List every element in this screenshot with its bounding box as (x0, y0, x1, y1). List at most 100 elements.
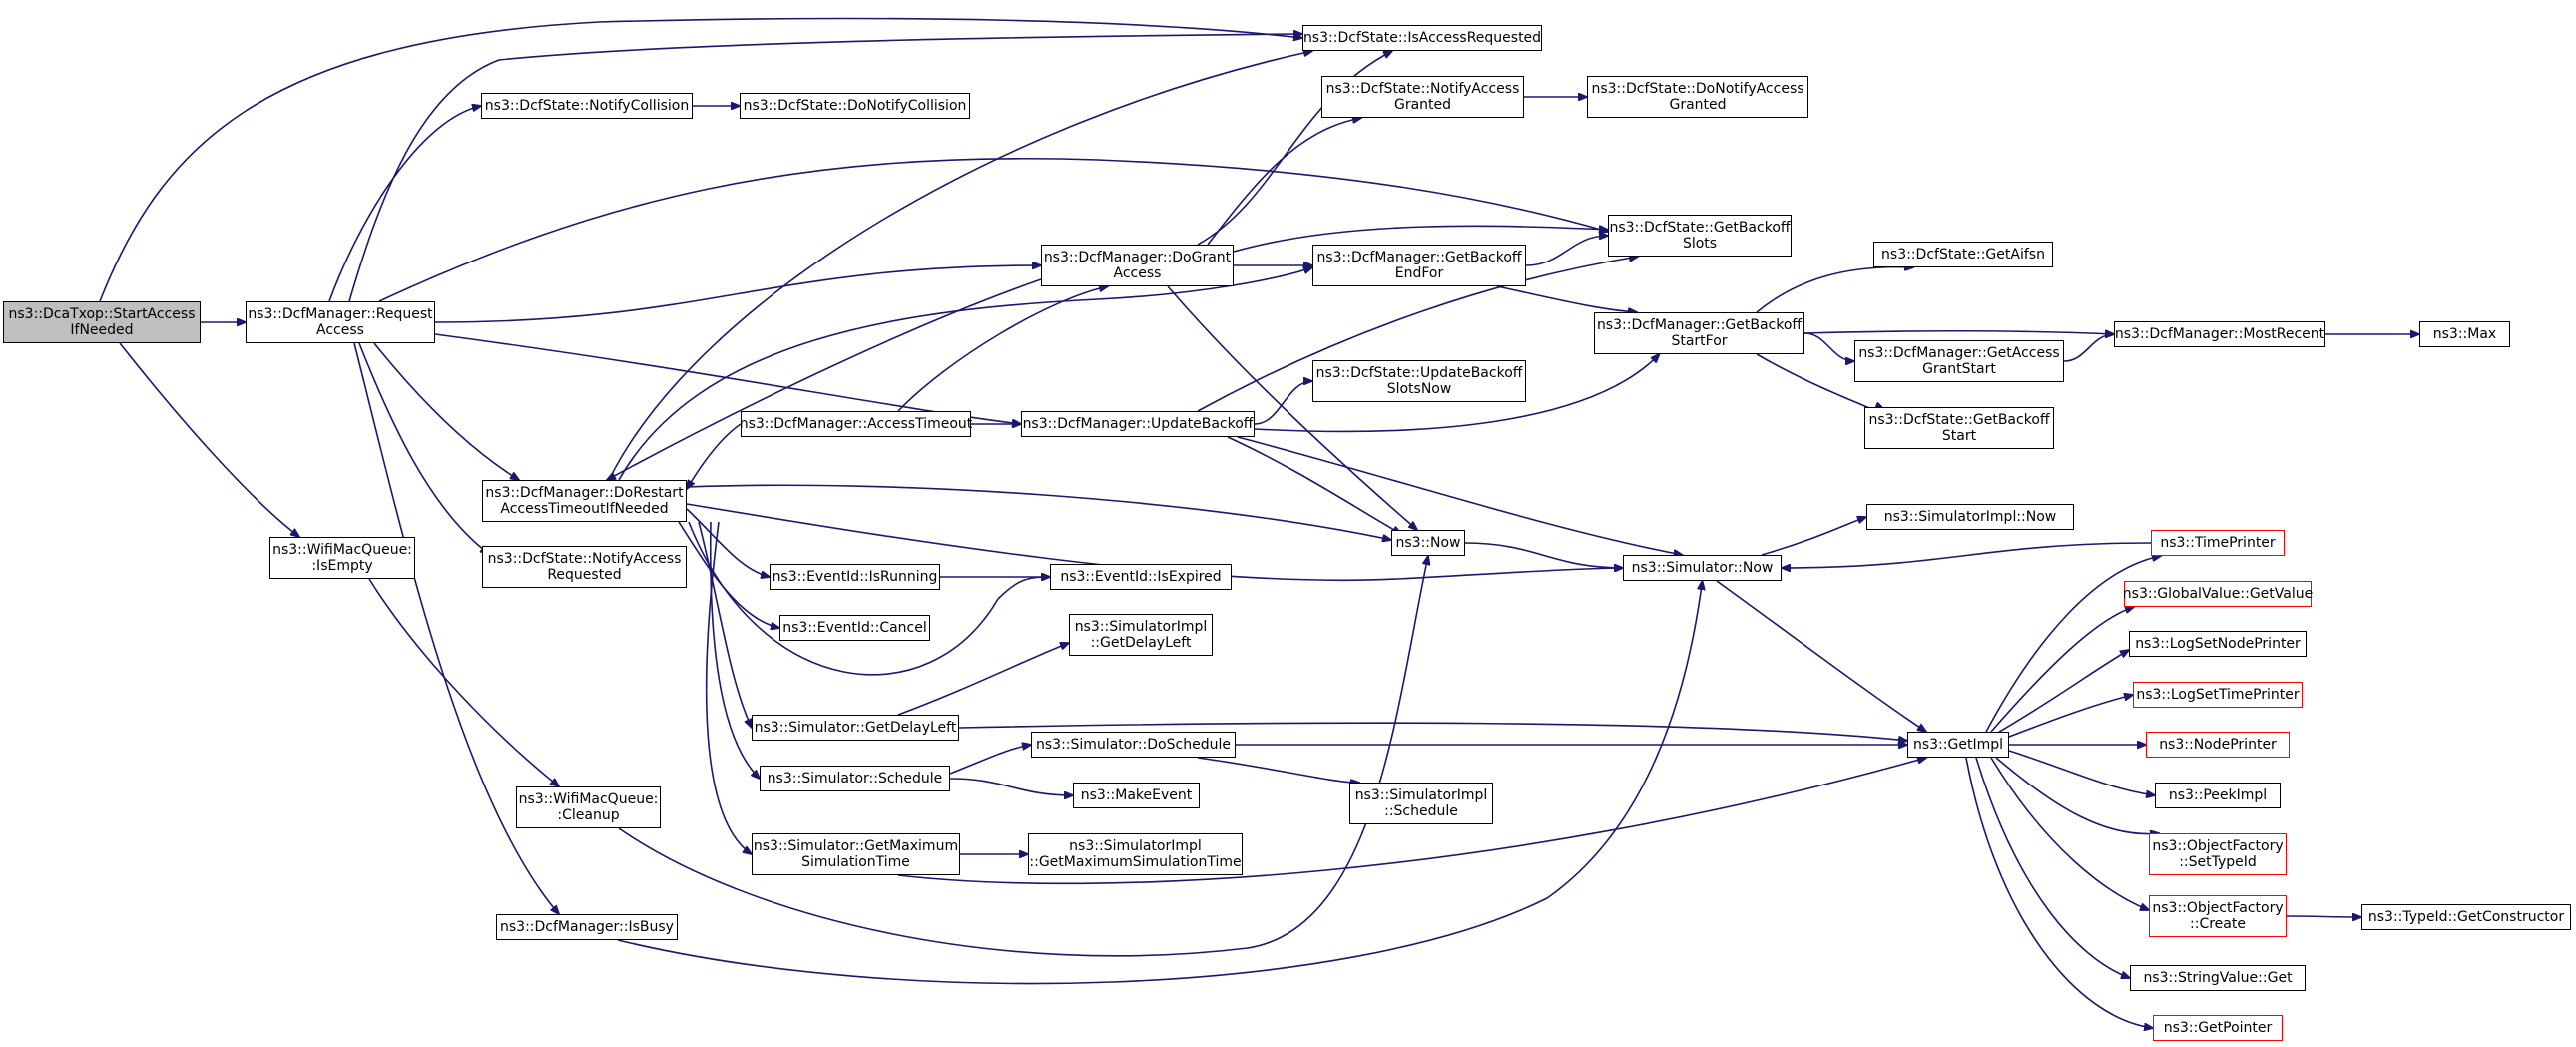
node-max[interactable]: ns3::Max (2419, 321, 2510, 347)
node-getbackoffstart[interactable]: ns3::DcfState::GetBackoff Start (1864, 407, 2054, 449)
edge-getimpl-to-create (1990, 757, 2149, 910)
node-getmax[interactable]: ns3::Simulator::GetMaximum SimulationTim… (752, 833, 960, 875)
edge-restart-to-isaccessreq (608, 51, 1312, 481)
edge-dogrant-to-isaccessreq (1197, 51, 1392, 246)
node-peekimpl[interactable]: ns3::PeekImpl (2155, 783, 2281, 808)
node-isrunning[interactable]: ns3::EventId::IsRunning (770, 564, 940, 590)
edge-request-to-dogrant (434, 265, 1041, 323)
node-stringget[interactable]: ns3::StringValue::Get (2130, 965, 2306, 991)
node-notifycoll[interactable]: ns3::DcfState::NotifyCollision (481, 93, 693, 119)
edge-accesstimeout-to-restart (687, 423, 742, 489)
edge-getdelayleft-to-getimpl (958, 722, 1907, 741)
edge-getimpl-to-stringget (1975, 757, 2130, 978)
node-updatebackoff[interactable]: ns3::DcfManager::UpdateBackoff (1021, 411, 1255, 437)
node-getconstructor[interactable]: ns3::TypeId::GetConstructor (2361, 904, 2571, 930)
node-schedule[interactable]: ns3::Simulator::Schedule (760, 766, 950, 791)
edge-getbackoffstartfor-to-getaccessgrantstart (1803, 332, 1854, 361)
node-globalvalue[interactable]: ns3::GlobalValue::GetValue (2123, 581, 2313, 607)
edge-getimpl-to-logtime (2008, 695, 2133, 738)
node-mostrecent[interactable]: ns3::DcfManager::MostRecent (2114, 321, 2325, 347)
node-getpointer[interactable]: ns3::GetPointer (2153, 1015, 2283, 1041)
node-implgetmax[interactable]: ns3::SimulatorImpl ::GetMaximumSimulatio… (1028, 833, 1243, 875)
edge-restart-to-simnow (686, 503, 1623, 582)
edge-isempty-to-cleanup (368, 578, 559, 786)
edge-getimpl-to-peekimpl (2008, 750, 2155, 795)
edge-restart-to-isexpired (688, 521, 1050, 676)
node-implschedule[interactable]: ns3::SimulatorImpl ::Schedule (1349, 783, 1493, 824)
node-cleanup[interactable]: ns3::WifiMacQueue: :Cleanup (516, 786, 661, 828)
edge-isbusy-to-simnow (617, 581, 1703, 985)
edge-updatebackoff-to-getbackoffslots (1197, 257, 1638, 412)
edge-simnow-to-getimpl (1716, 580, 1926, 732)
edge-schedule-to-makeevent (949, 778, 1073, 795)
node-doschedule[interactable]: ns3::Simulator::DoSchedule (1031, 732, 1236, 758)
node-dogrant[interactable]: ns3::DcfManager::DoGrant Access (1041, 245, 1234, 286)
edge-simnow-to-implnow (1761, 517, 1866, 556)
edge-accesstimeout-to-dogrant (897, 286, 1108, 412)
node-nodeprinter[interactable]: ns3::NodePrinter (2146, 732, 2290, 758)
node-settypeid[interactable]: ns3::ObjectFactory ::SetTypeId (2149, 833, 2287, 875)
node-simnow[interactable]: ns3::Simulator::Now (1623, 555, 1782, 581)
node-isbusy[interactable]: ns3::DcfManager::IsBusy (496, 914, 678, 940)
node-getimpl[interactable]: ns3::GetImpl (1907, 732, 2009, 758)
node-start[interactable]: ns3::DcaTxop::StartAccess IfNeeded (3, 301, 201, 343)
edge-getimpl-to-getpointer (1965, 757, 2153, 1028)
node-lognode[interactable]: ns3::LogSetNodePrinter (2129, 631, 2307, 657)
node-create[interactable]: ns3::ObjectFactory ::Create (2149, 895, 2287, 937)
node-isempty[interactable]: ns3::WifiMacQueue: :IsEmpty (269, 537, 415, 579)
node-accesstimeout[interactable]: ns3::DcfManager::AccessTimeout (740, 411, 972, 437)
node-implnow[interactable]: ns3::SimulatorImpl::Now (1866, 504, 2074, 530)
edge-getbackoffendfor-to-getbackoffstartfor (1496, 285, 1637, 312)
edge-getimpl-to-timeprinter (1985, 556, 2161, 733)
edge-request-to-notifyreq (358, 342, 489, 554)
edge-now-to-simnow (1464, 542, 1623, 568)
node-donotifygranted[interactable]: ns3::DcfState::DoNotifyAccess Granted (1587, 76, 1808, 118)
edge-dogrant-to-notifygranted (1207, 118, 1361, 246)
node-timeprinter[interactable]: ns3::TimePrinter (2151, 530, 2285, 556)
edge-start-to-isempty (119, 342, 299, 537)
node-isaccessreq[interactable]: ns3::DcfState::IsAccessRequested (1302, 25, 1542, 51)
edge-updatebackoff-to-simnow (1237, 436, 1683, 555)
node-donotifycoll[interactable]: ns3::DcfState::DoNotifyCollision (740, 93, 970, 119)
edge-doschedule-to-implschedule (1197, 757, 1359, 783)
edge-updatebackoff-to-now (1227, 436, 1401, 534)
node-restart[interactable]: ns3::DcfManager::DoRestart AccessTimeout… (482, 480, 687, 522)
node-notifygranted[interactable]: ns3::DcfState::NotifyAccess Granted (1321, 76, 1524, 118)
node-getbackoffendfor[interactable]: ns3::DcfManager::GetBackoff EndFor (1312, 245, 1526, 286)
edge-dogrant-to-restart (607, 278, 1042, 480)
node-getaccessgrantstart[interactable]: ns3::DcfManager::GetAccess GrantStart (1854, 340, 2064, 382)
edge-updatebackoff-to-getbackoffstartfor (1254, 354, 1660, 433)
edge-restart-to-getmax (705, 521, 752, 854)
edge-getmax-to-getimpl (897, 758, 1926, 885)
edge-updatebackoff-to-updatebackoffslots (1254, 381, 1312, 425)
edge-create-to-getconstructor (2286, 916, 2361, 917)
edge-start-to-isaccessreq (99, 17, 1302, 302)
node-isexpired[interactable]: ns3::EventId::IsExpired (1050, 564, 1232, 590)
edge-timeprinter-to-simnow (1782, 542, 2152, 568)
edge-getdelayleft-to-implgetdelay (897, 643, 1069, 716)
edge-schedule-to-doschedule (949, 745, 1031, 775)
node-getbackoffslots[interactable]: ns3::DcfState::GetBackoff Slots (1608, 215, 1792, 257)
node-getaifsn[interactable]: ns3::DcfState::GetAifsn (1873, 242, 2053, 267)
edge-getbackoffstartfor-to-mostrecent (1803, 331, 2114, 334)
node-notifyreq[interactable]: ns3::DcfState::NotifyAccess Requested (482, 546, 687, 588)
edge-restart-to-now (686, 484, 1391, 540)
edge-getimpl-to-globalvalue (1990, 607, 2134, 733)
node-logtime[interactable]: ns3::LogSetTimePrinter (2133, 682, 2303, 708)
edge-request-to-restart (373, 342, 519, 480)
edge-request-to-isbusy (353, 342, 559, 914)
node-request[interactable]: ns3::DcfManager::Request Access (246, 301, 435, 343)
node-cancel[interactable]: ns3::EventId::Cancel (779, 615, 930, 641)
edge-getimpl-to-lognode (1995, 650, 2129, 735)
node-makeevent[interactable]: ns3::MakeEvent (1073, 783, 1200, 808)
node-now[interactable]: ns3::Now (1391, 530, 1465, 556)
edge-restart-to-getdelayleft (698, 521, 752, 728)
node-getdelayleft[interactable]: ns3::Simulator::GetDelayLeft (752, 715, 959, 741)
edge-restart-to-getbackoffendfor (618, 267, 1312, 481)
node-implgetdelay[interactable]: ns3::SimulatorImpl ::GetDelayLeft (1069, 614, 1213, 656)
node-updatebackoffslots[interactable]: ns3::DcfState::UpdateBackoff SlotsNow (1312, 360, 1526, 402)
edge-restart-to-schedule (709, 521, 760, 779)
node-getbackoffstartfor[interactable]: ns3::DcfManager::GetBackoff StartFor (1594, 312, 1804, 354)
